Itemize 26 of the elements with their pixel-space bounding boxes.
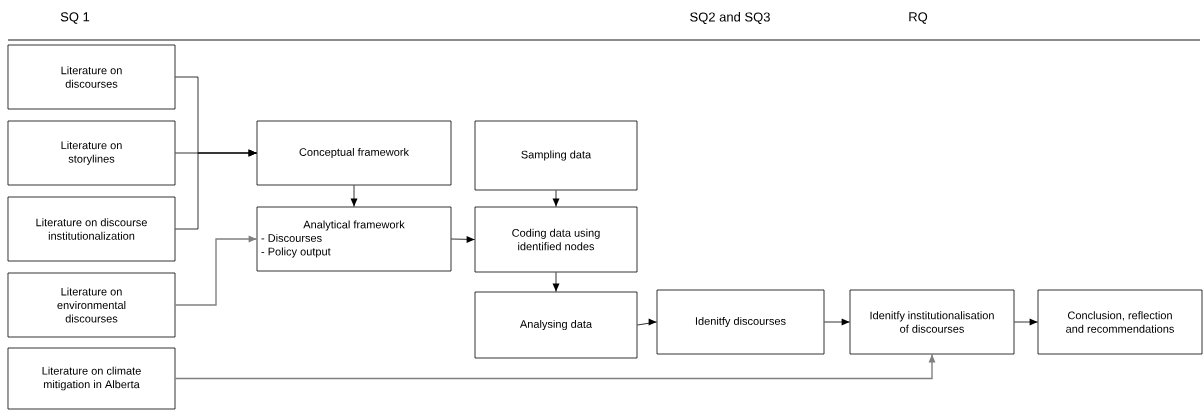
arrow: [175, 149, 257, 230]
arrow: [552, 190, 560, 207]
arrow: [552, 272, 560, 292]
arrow: [451, 236, 475, 243]
process-box: Idenitfy discourses: [656, 289, 825, 355]
arrow: [174, 353, 936, 380]
process-box: Literature on discourses: [7, 44, 176, 110]
process-box: Analytical framework - Discourses - Policy output: [256, 206, 452, 272]
process-box: Literature on environmental discourses: [7, 272, 176, 338]
process-box: Sampling data: [474, 120, 638, 191]
column-heading: RQ: [909, 12, 928, 24]
process-box: Literature on storylines: [7, 120, 176, 186]
process-box: Idenitfy institutionalisation of discourses: [849, 289, 1015, 355]
process-box: Literature on discourse institutionalization: [7, 196, 176, 262]
arrow: [824, 318, 850, 326]
column-heading: SQ 1: [60, 12, 90, 24]
process-box: Analysing data: [474, 291, 638, 359]
process-box: Coding data using identified nodes: [474, 206, 638, 273]
process-box: Conceptual framework: [256, 120, 452, 186]
arrow: [350, 185, 358, 207]
arrow: [174, 235, 258, 306]
arrow: [1014, 318, 1038, 326]
arrow: [637, 318, 657, 326]
column-heading: SQ2 and SQ3: [690, 12, 770, 24]
process-box: Literature on climate mitigation in Alberta: [7, 347, 176, 410]
process-box: Conclusion, reflection and recommendations: [1037, 289, 1203, 355]
